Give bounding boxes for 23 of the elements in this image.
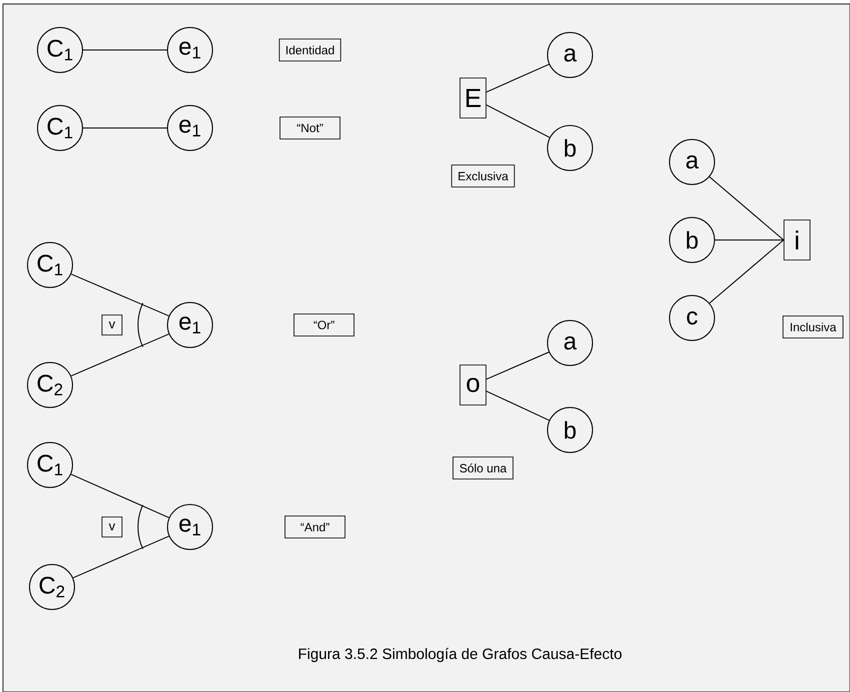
operator-box: o: [460, 364, 486, 406]
connector-line: [486, 64, 550, 93]
operator-box: E: [460, 78, 486, 118]
operator-box: v: [102, 516, 122, 538]
figure-caption: Figura 3.5.2 Simbología de Grafos Causa-Efecto: [299, 648, 622, 662]
connector-line: [70, 474, 170, 518]
label-box: “Or”: [294, 314, 354, 336]
operator-box: v: [102, 314, 122, 336]
label-box: Identidad: [278, 38, 342, 62]
connector-line: [709, 240, 784, 304]
connector-line: [72, 536, 170, 578]
label-box: Inclusiva: [782, 316, 844, 338]
connector-line: [709, 176, 784, 240]
label-box: Sólo una: [452, 456, 514, 480]
connector-line: [486, 104, 550, 138]
connector-line: [486, 352, 550, 380]
operator-box: i: [784, 220, 810, 260]
connector-line: [70, 334, 170, 376]
connector-line: [70, 274, 170, 316]
connector-line: [486, 390, 550, 421]
label-box: Exclusiva: [451, 164, 515, 188]
label-box: “And”: [284, 516, 346, 538]
label-box: “Not”: [280, 116, 340, 140]
